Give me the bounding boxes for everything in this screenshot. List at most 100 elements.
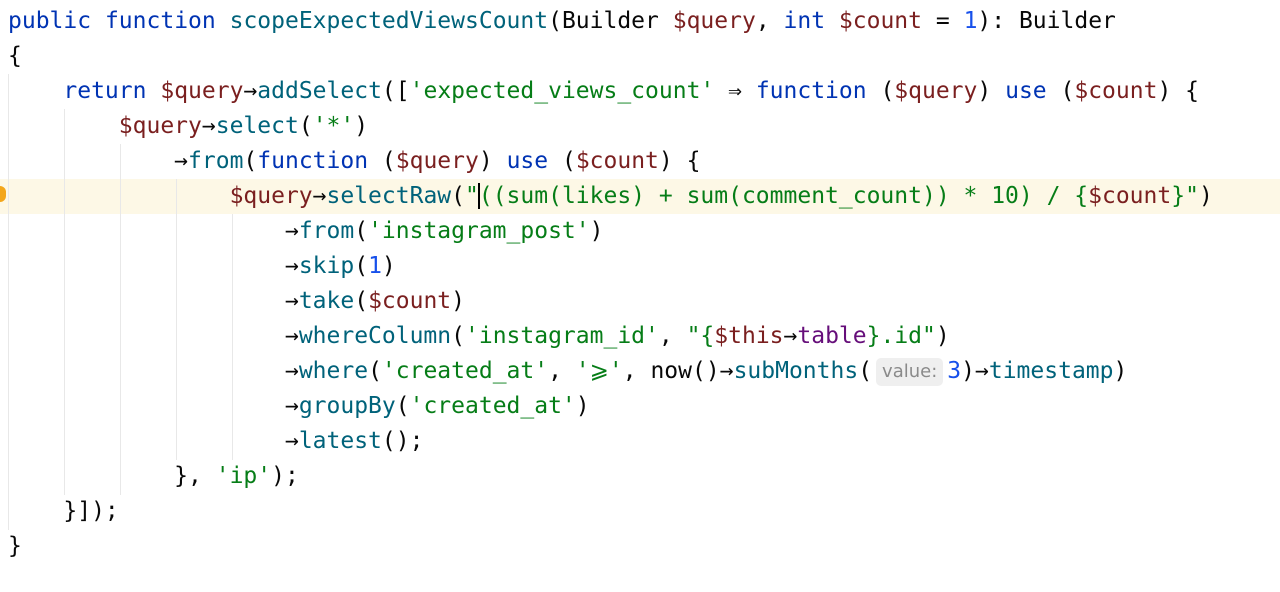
code-token: table — [797, 323, 867, 349]
code-token — [91, 8, 105, 34]
code-token: $count — [575, 148, 659, 174]
code-token: ) — [977, 78, 1006, 104]
code-token — [8, 393, 285, 419]
code-token: where — [298, 358, 369, 384]
code-token: $query — [395, 148, 479, 174]
code-token: ): Builder — [977, 8, 1116, 34]
code-token: → — [243, 78, 258, 104]
code-token: timestamp — [988, 358, 1114, 384]
code-line[interactable]: →where('created_at', '⩾', now()→subMonth… — [8, 354, 1127, 389]
code-token: ) — [451, 288, 466, 314]
code-token: '⩾' — [575, 358, 623, 384]
code-token — [8, 288, 285, 314]
lightbulb-icon[interactable] — [0, 186, 6, 202]
code-token: use — [506, 148, 549, 174]
code-token: addSelect — [257, 78, 382, 104]
text-caret — [477, 183, 480, 209]
code-token: }, — [8, 463, 216, 489]
code-token: ( — [354, 288, 369, 314]
code-token: 3 — [947, 358, 962, 384]
code-token: return — [63, 78, 147, 104]
code-token: } — [8, 533, 22, 559]
code-token: ); — [271, 463, 299, 489]
code-token: (); — [381, 428, 424, 454]
code-token: ( — [368, 358, 382, 384]
code-token: scopeExpectedViewsCount — [229, 8, 549, 34]
code-line[interactable]: →groupBy('created_at') — [8, 389, 590, 424]
code-token: ( — [368, 148, 396, 174]
code-token: function — [755, 78, 867, 104]
code-token: , — [548, 358, 576, 384]
code-token: (Builder — [548, 8, 673, 34]
code-token: = — [922, 8, 964, 34]
code-line[interactable]: $query→selectRaw("((sum(likes) + sum(com… — [8, 179, 1213, 214]
code-token: 1 — [368, 253, 382, 279]
code-line[interactable]: public function scopeExpectedViewsCount(… — [8, 4, 1116, 39]
code-token: $count — [1074, 78, 1158, 104]
code-token — [8, 113, 119, 139]
code-token: selectRaw — [326, 183, 452, 209]
code-token: → — [284, 358, 299, 384]
code-token: → — [174, 148, 189, 174]
code-line[interactable]: }]); — [8, 494, 119, 529]
code-line[interactable]: } — [8, 529, 22, 564]
code-token: }.id" — [866, 323, 936, 349]
code-token — [8, 358, 285, 384]
code-token: ( — [395, 393, 410, 419]
indent-guide — [64, 109, 65, 495]
code-token: whereColumn — [298, 323, 452, 349]
code-line[interactable]: →take($count) — [8, 284, 465, 319]
code-line[interactable]: $query→select('*') — [8, 109, 368, 144]
code-token — [8, 323, 285, 349]
code-token: function — [104, 8, 216, 34]
code-token: 'created_at' — [381, 358, 549, 384]
code-token: public — [8, 8, 92, 34]
code-token: → — [284, 323, 299, 349]
code-line[interactable]: { — [8, 39, 22, 74]
code-token: $count — [368, 288, 452, 314]
code-token — [146, 78, 160, 104]
code-token: , now() — [622, 358, 720, 384]
code-token: , — [658, 323, 687, 349]
code-token: → — [783, 323, 798, 349]
code-token: ( — [451, 183, 465, 209]
code-token: { — [8, 43, 22, 69]
indent-guide — [176, 179, 177, 460]
code-token: }]); — [8, 498, 119, 524]
code-token — [8, 253, 285, 279]
code-token — [216, 8, 230, 34]
code-token: 1 — [963, 8, 978, 34]
code-token: ) — [381, 253, 396, 279]
code-line[interactable]: →whereColumn('instagram_id', "{$this→tab… — [8, 319, 950, 354]
code-token: ( — [298, 113, 313, 139]
code-line[interactable]: →from(function ($query) use ($count) { — [8, 144, 700, 179]
code-token: ( — [1046, 78, 1075, 104]
code-token: ) { — [1157, 78, 1199, 104]
code-line[interactable]: }, 'ip'); — [8, 459, 299, 494]
code-token: }" — [1171, 183, 1199, 209]
parameter-hint: value: — [876, 358, 944, 386]
code-token: ( — [858, 358, 873, 384]
code-token: $query — [160, 78, 244, 104]
code-token: groupBy — [298, 393, 396, 419]
code-line[interactable]: →latest(); — [8, 424, 424, 459]
code-token: 'ip' — [215, 463, 272, 489]
code-token: select — [215, 113, 299, 139]
code-token: ) — [1198, 183, 1213, 209]
code-token: ) — [1113, 358, 1128, 384]
code-token — [8, 148, 174, 174]
code-token: '*' — [312, 113, 355, 139]
code-token: → — [201, 113, 216, 139]
code-token: int — [783, 8, 826, 34]
code-line[interactable]: →from('instagram_post') — [8, 214, 604, 249]
code-token: → — [284, 218, 299, 244]
code-token: ) — [935, 323, 950, 349]
code-token: ( — [548, 148, 576, 174]
code-line[interactable]: →skip(1) — [8, 249, 396, 284]
code-token: from — [298, 218, 355, 244]
code-token: latest — [298, 428, 382, 454]
code-token: $this — [714, 323, 784, 349]
code-token: ⇒ — [714, 78, 756, 104]
code-line[interactable]: return $query→addSelect(['expected_views… — [8, 74, 1199, 109]
